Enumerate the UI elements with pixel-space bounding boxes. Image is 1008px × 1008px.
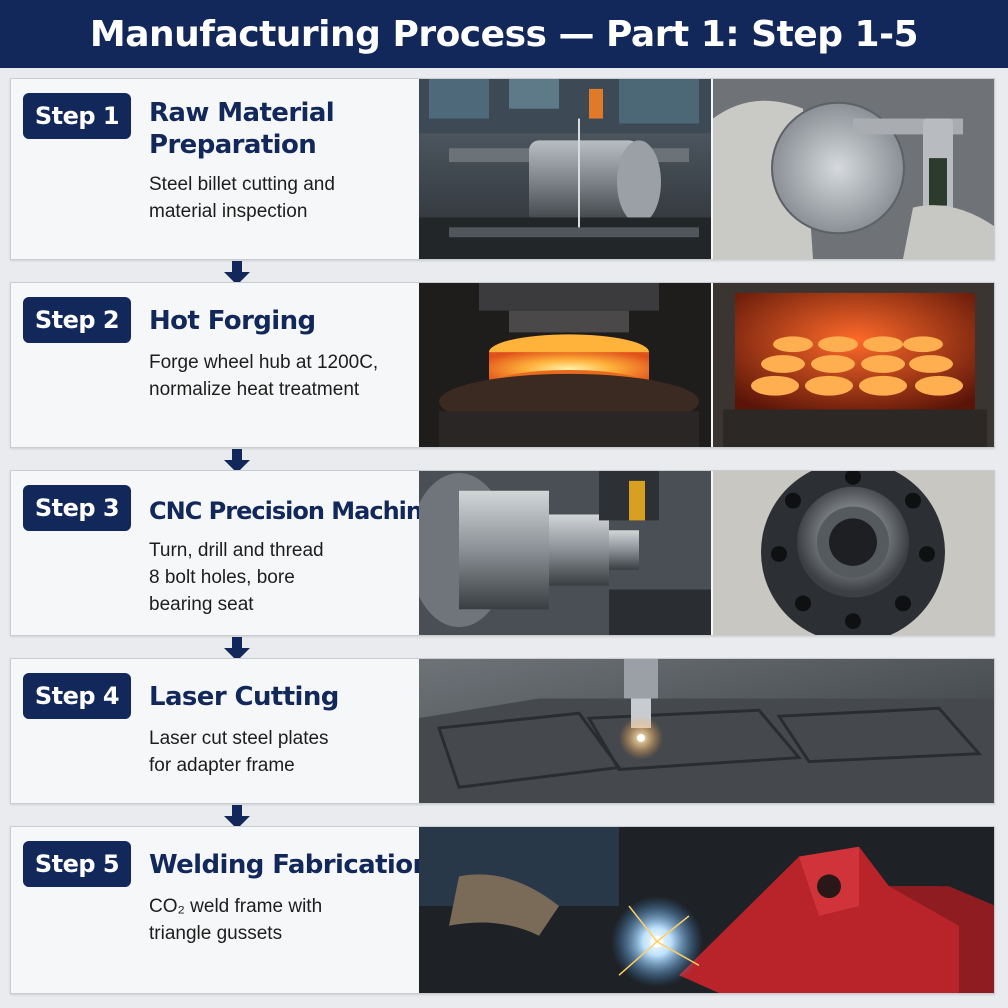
down-arrow-icon xyxy=(224,805,250,829)
laser-cutting-plates-photo xyxy=(419,659,994,803)
machined-hub-photo xyxy=(713,471,994,635)
step-3-card: Step 3 CNC Precision Machining Turn, dri… xyxy=(10,470,995,636)
step-1-description: Steel billet cutting and material inspec… xyxy=(149,174,335,222)
step-4-card: Step 4 Laser Cutting Laser cut steel pla… xyxy=(10,658,995,804)
step-2-description: Forge wheel hub at 1200C, normalize heat… xyxy=(149,352,379,400)
step-3-badge: Step 3 xyxy=(23,485,131,531)
step-4-title: Laser Cutting xyxy=(149,682,339,712)
step-5-description: CO₂ weld frame with triangle gussets xyxy=(149,896,323,944)
step-1-badge: Step 1 xyxy=(23,93,131,139)
hot-forging-press-photo xyxy=(419,283,711,447)
down-arrow-icon xyxy=(224,261,250,285)
page-title: Manufacturing Process — Part 1: Step 1-5 xyxy=(89,13,919,55)
step-4-description: Laser cut steel plates for adapter frame xyxy=(149,728,329,776)
step-1-card: Step 1 Raw Material Preparation Steel bi… xyxy=(10,78,995,260)
cnc-lathe-turning-photo xyxy=(419,471,711,635)
step-2-title: Hot Forging xyxy=(149,306,316,336)
down-arrow-icon xyxy=(224,637,250,661)
step-4-badge: Step 4 xyxy=(23,673,131,719)
step-5-title: Welding Fabrication xyxy=(149,850,431,880)
step-2-card: Step 2 Hot Forging Forge wheel hub at 12… xyxy=(10,282,995,448)
step-3-title: CNC Precision Machining xyxy=(149,497,462,525)
steel-billet-cutting-photo xyxy=(419,79,711,259)
down-arrow-icon xyxy=(224,449,250,473)
step-5-card: Step 5 Welding Fabrication CO₂ weld fram… xyxy=(10,826,995,994)
header-banner: Manufacturing Process — Part 1: Step 1-5 xyxy=(0,0,1008,68)
step-3-description: Turn, drill and thread 8 bolt holes, bor… xyxy=(149,540,324,615)
step-2-badge: Step 2 xyxy=(23,297,131,343)
step-1-title-line-1: Raw Material xyxy=(149,98,335,128)
step-5-badge: Step 5 xyxy=(23,841,131,887)
welding-red-frame-photo xyxy=(419,827,994,993)
heat-treatment-furnace-photo xyxy=(713,283,994,447)
caliper-inspection-photo xyxy=(713,79,994,259)
step-1-title-line-2: Preparation xyxy=(149,130,317,160)
